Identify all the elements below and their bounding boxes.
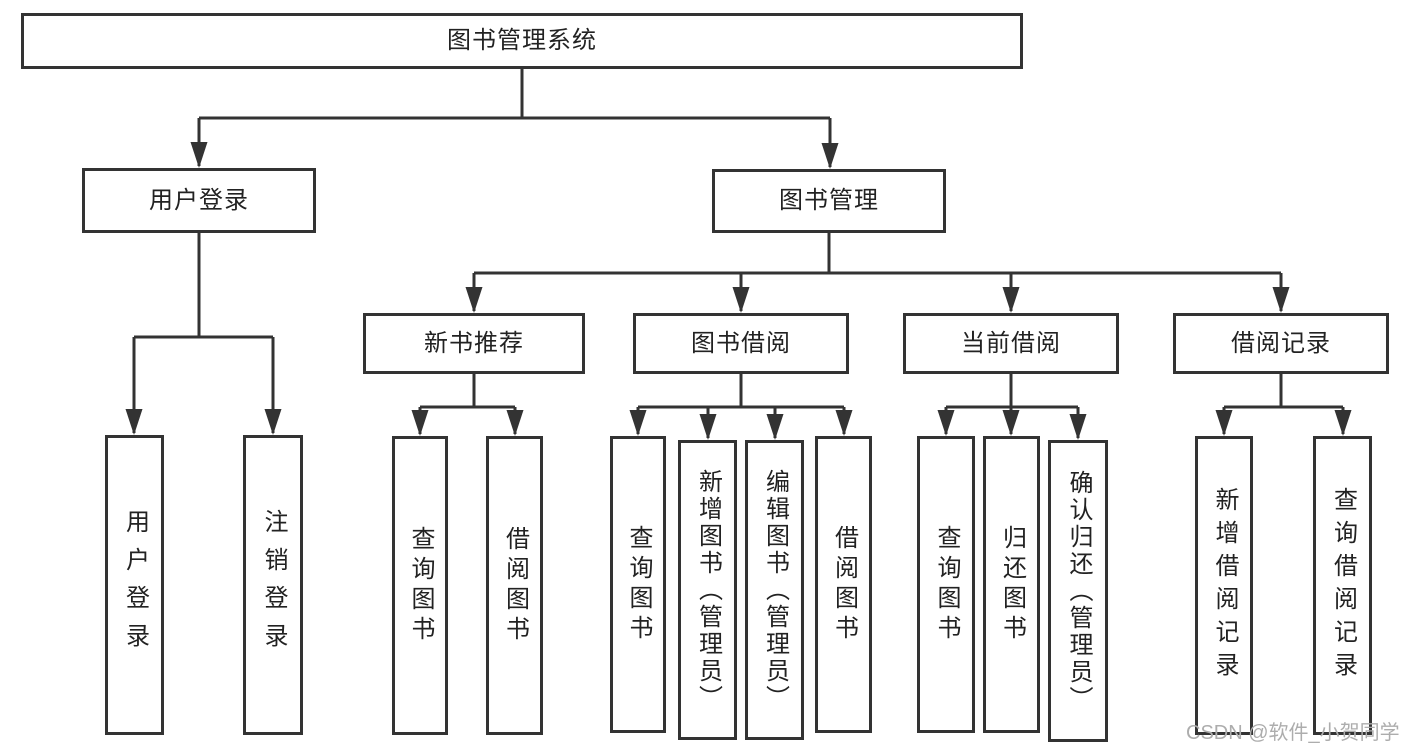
leaf-add-books-admin: 新增图书（管理员）	[678, 440, 737, 740]
leaf-query-books-current: 查询图书	[917, 436, 975, 733]
leaf-edit-books-admin: 编辑图书（管理员）	[745, 440, 804, 740]
node-user-login: 用户登录	[82, 168, 316, 233]
node-library-system: 图书管理系统	[21, 13, 1023, 69]
node-book-borrow: 图书借阅	[633, 313, 849, 374]
leaf-query-books-borrow: 查询图书	[610, 436, 666, 733]
leaf-query-borrow-record: 查询借阅记录	[1313, 436, 1372, 735]
leaf-logout: 注销登录	[243, 435, 303, 735]
node-book-management: 图书管理	[712, 169, 946, 233]
leaf-query-books-recommend: 查询图书	[392, 436, 448, 735]
leaf-user-login: 用户登录	[105, 435, 164, 735]
node-new-book-recommend: 新书推荐	[363, 313, 585, 374]
leaf-borrow-books: 借阅图书	[815, 436, 872, 733]
leaf-confirm-return-admin: 确认归还（管理员）	[1048, 440, 1108, 742]
leaf-return-books: 归还图书	[983, 436, 1040, 733]
leaf-add-borrow-record: 新增借阅记录	[1195, 436, 1253, 735]
csdn-watermark: CSDN @软件_小贺同学	[1186, 722, 1400, 744]
node-current-borrow: 当前借阅	[903, 313, 1119, 374]
node-borrow-records: 借阅记录	[1173, 313, 1389, 374]
leaf-borrow-books-recommend: 借阅图书	[486, 436, 543, 735]
